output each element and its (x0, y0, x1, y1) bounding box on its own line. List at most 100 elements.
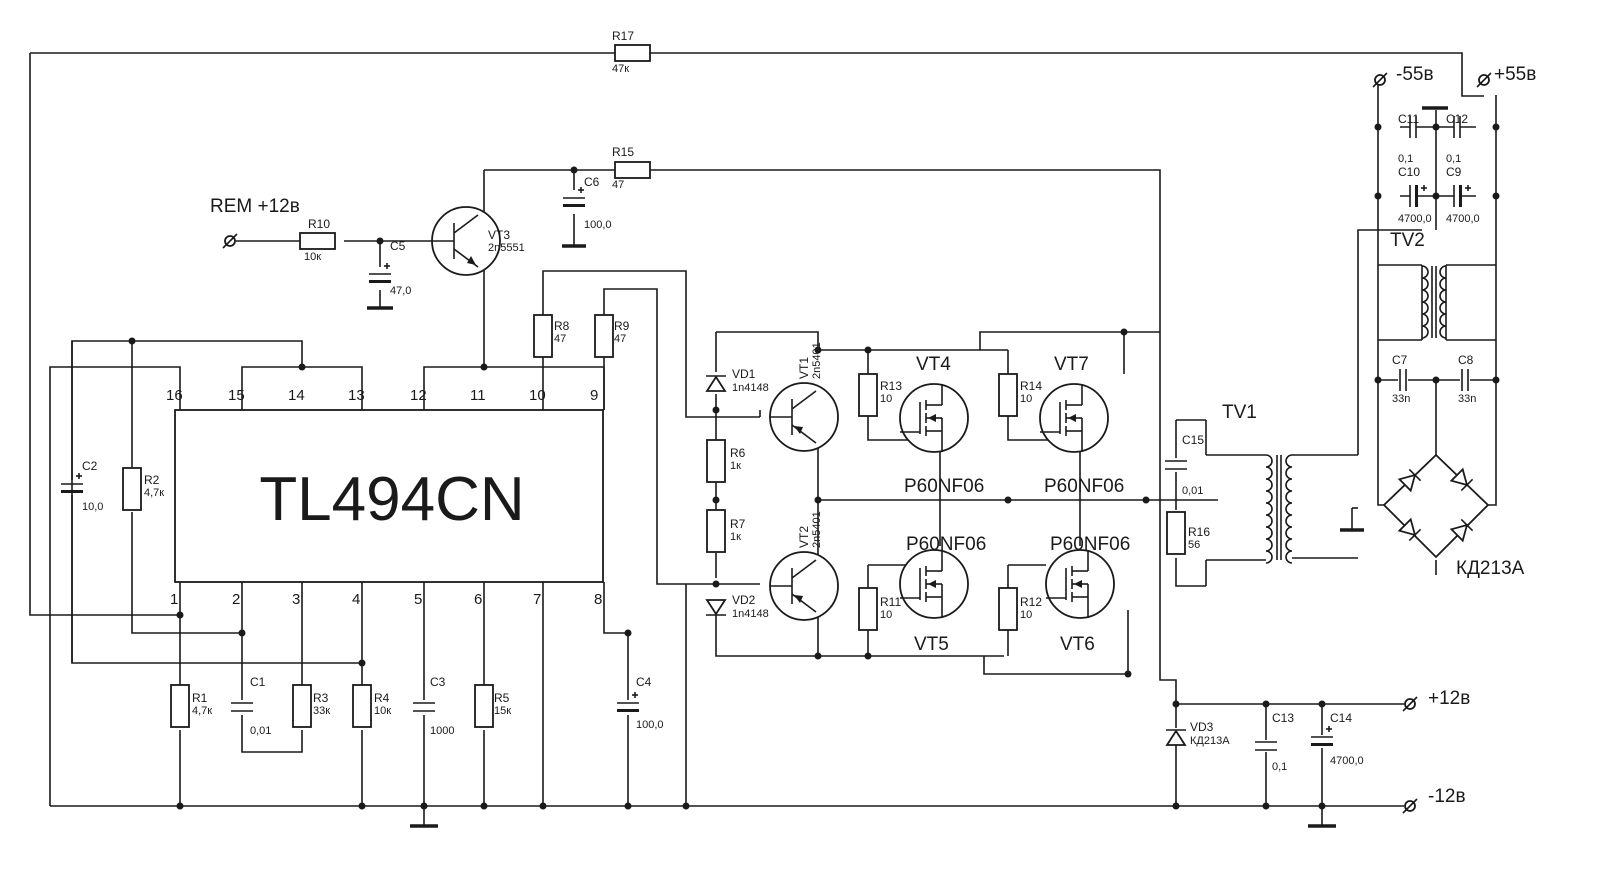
chip-pin-13: 13 (348, 387, 365, 404)
chip-pin-11: 11 (470, 387, 486, 404)
mosfet-ref: VT7 (1054, 354, 1089, 375)
capacitor-ref: C3 (430, 675, 446, 689)
capacitor-c7: C7 33n (1392, 353, 1410, 405)
capacitor-value: 0,1 (1272, 761, 1287, 773)
diode-ref: VD3 (1190, 720, 1214, 734)
transistor-part: 2n5401 (811, 511, 823, 548)
capacitor-ref: C2 (82, 459, 98, 473)
resistor-ref: R2 (144, 473, 160, 487)
mosfet-ref: VT6 (1060, 634, 1095, 655)
resistor-ref: R11 (880, 595, 901, 609)
resistor-value: 10к (374, 705, 391, 717)
capacitor-ref: C14 (1330, 711, 1352, 725)
capacitor-ref: C6 (584, 175, 600, 189)
rem-label: REM +12в (210, 196, 300, 217)
capacitor-c3: C3 1000 (413, 675, 454, 737)
capacitor-ref: C11 (1398, 112, 1419, 126)
capacitor-c6: C6 100,0 (563, 175, 612, 231)
capacitor-value: 33n (1392, 393, 1410, 405)
resistor-r17: R17 47к (612, 29, 651, 75)
mosfet-part: P60NF06 (1050, 534, 1130, 555)
chip-pin-7: 7 (533, 591, 541, 608)
capacitor-c5: C5 47,0 (369, 239, 411, 297)
bridge-label: КД213А (1456, 558, 1525, 579)
resistor-value: 10к (304, 251, 321, 263)
wires (29, 52, 1500, 828)
chip-pin-8: 8 (594, 591, 602, 608)
resistor-ref: R7 (730, 517, 746, 531)
capacitor-ref: C9 (1446, 165, 1462, 179)
capacitor-c11: C11 0,1 (1398, 112, 1419, 165)
capacitor-value: 47,0 (390, 285, 411, 297)
transistor-part: 2n5551 (488, 242, 525, 254)
capacitor-value: 0,1 (1398, 153, 1413, 165)
mosfet-vt6: VT6 P60NF06 (1045, 534, 1130, 655)
resistor-value: 4,7к (192, 705, 212, 717)
chip-pin-10: 10 (529, 387, 546, 404)
chip-pin-14: 14 (288, 387, 305, 404)
labels: REM +12в TV1 TV2 КД213А -55в +55в +12в -… (210, 64, 1536, 807)
mosfet-part: P60NF06 (906, 534, 986, 555)
capacitor-ref: C1 (250, 675, 266, 689)
chip-pin-12: 12 (410, 387, 427, 404)
resistor-ref: R9 (614, 319, 630, 333)
capacitor-value: 0,01 (1182, 485, 1203, 497)
resistor-ref: R3 (313, 691, 329, 705)
resistor-ref: R8 (554, 319, 570, 333)
capacitor-value: 1000 (430, 725, 454, 737)
resistor-ref: R5 (494, 691, 510, 705)
chip-pin-9: 9 (590, 387, 598, 404)
mosfet-ref: VT5 (914, 634, 949, 655)
capacitor-ref: C7 (1392, 353, 1408, 367)
capacitor-value: 100,0 (584, 219, 612, 231)
chip-pin-16: 16 (166, 387, 183, 404)
diode-ref: VD2 (732, 593, 756, 607)
resistor-value: 4,7к (144, 487, 164, 499)
terminal-minus12 (1402, 798, 1418, 814)
mosfet-ref: VT4 (916, 354, 951, 375)
transformer-tv2 (1421, 265, 1447, 339)
resistor-r1: R14,7к (170, 684, 212, 728)
resistor-ref: R4 (374, 691, 390, 705)
resistor-ref: R16 (1188, 525, 1210, 539)
resistor-value: 47 (614, 333, 626, 345)
plus12-label: +12в (1428, 688, 1470, 709)
bridge-diode-2 (1449, 467, 1474, 492)
terminal-plus55 (1476, 72, 1492, 88)
capacitor-ref: C13 (1272, 711, 1294, 725)
capacitor-ref: C5 (390, 239, 406, 253)
terminal-plus12 (1402, 696, 1418, 712)
resistor-value: 47 (612, 179, 624, 191)
resistor-ref: R17 (612, 29, 634, 43)
mosfet-part: P60NF06 (904, 476, 984, 497)
resistor-value: 47к (612, 63, 629, 75)
resistor-value: 10 (880, 609, 892, 621)
chip-pin-5: 5 (414, 591, 422, 608)
resistor-value: 33к (313, 705, 330, 717)
resistor-ref: R10 (308, 217, 330, 231)
transistor-part: 2n5401 (811, 342, 823, 379)
resistor-value: 10 (880, 393, 892, 405)
resistor-ref: R12 (1020, 595, 1042, 609)
capacitor-value: 100,0 (636, 719, 664, 731)
